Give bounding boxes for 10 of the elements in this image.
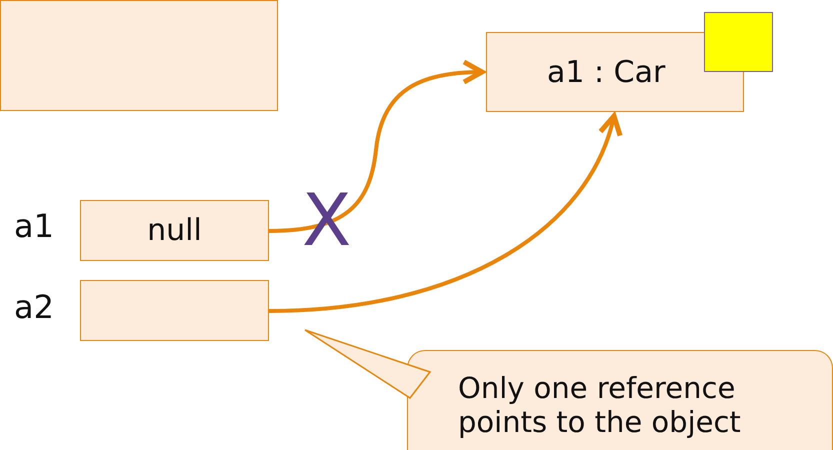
object-box: a1 : Car: [486, 32, 744, 112]
object-box: [0, 0, 278, 111]
variable-box: null: [80, 200, 269, 261]
arrow: [268, 60, 484, 233]
arrow: [268, 114, 621, 313]
callout-pointer: [304, 329, 432, 399]
variable-box: [80, 280, 269, 341]
variable-name: a1: [14, 207, 54, 245]
callout-box: Only one reference points to the object: [407, 350, 833, 450]
variable-name: a2: [14, 288, 54, 326]
